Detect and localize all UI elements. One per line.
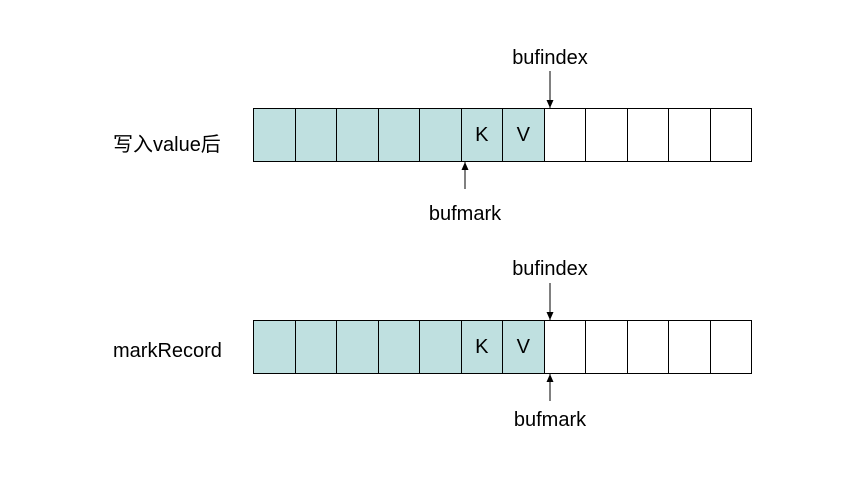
buffer-cell xyxy=(419,108,462,162)
buffer-cell xyxy=(377,320,420,374)
buffer-cell: V xyxy=(502,108,545,162)
buffer-cell xyxy=(294,320,337,374)
buffer-cell xyxy=(585,108,628,162)
bufmark-arrow xyxy=(461,162,469,189)
buffer-cell xyxy=(626,320,669,374)
row-label-after-write: 写入value后 xyxy=(113,134,221,156)
buffer-cell xyxy=(336,108,379,162)
buffer-cell xyxy=(419,320,462,374)
buffer-cell: K xyxy=(460,108,503,162)
buffer-cell xyxy=(294,108,337,162)
bufindex-label: bufindex xyxy=(512,47,588,69)
buffer-cell xyxy=(668,320,711,374)
bufindex-arrow xyxy=(546,283,554,320)
bufindex-label: bufindex xyxy=(512,258,588,280)
buffer-cell xyxy=(668,108,711,162)
buffer-cell xyxy=(253,108,296,162)
buffer-cell: V xyxy=(502,320,545,374)
buffer-cell xyxy=(626,108,669,162)
buffer-cell xyxy=(543,108,586,162)
buffer-cell xyxy=(585,320,628,374)
bufindex-arrow xyxy=(546,71,554,108)
bufmark-arrow xyxy=(546,374,554,401)
buffer-cell: K xyxy=(460,320,503,374)
buffer-cell xyxy=(709,320,752,374)
bufmark-label: bufmark xyxy=(428,203,502,225)
buffer-cell xyxy=(336,320,379,374)
buffer-cell xyxy=(709,108,752,162)
buffer-cell xyxy=(253,320,296,374)
bufmark-label: bufmark xyxy=(513,409,587,431)
buffer-cell xyxy=(543,320,586,374)
row-label-mark-record: markRecord xyxy=(113,340,222,362)
buffer-cell xyxy=(377,108,420,162)
